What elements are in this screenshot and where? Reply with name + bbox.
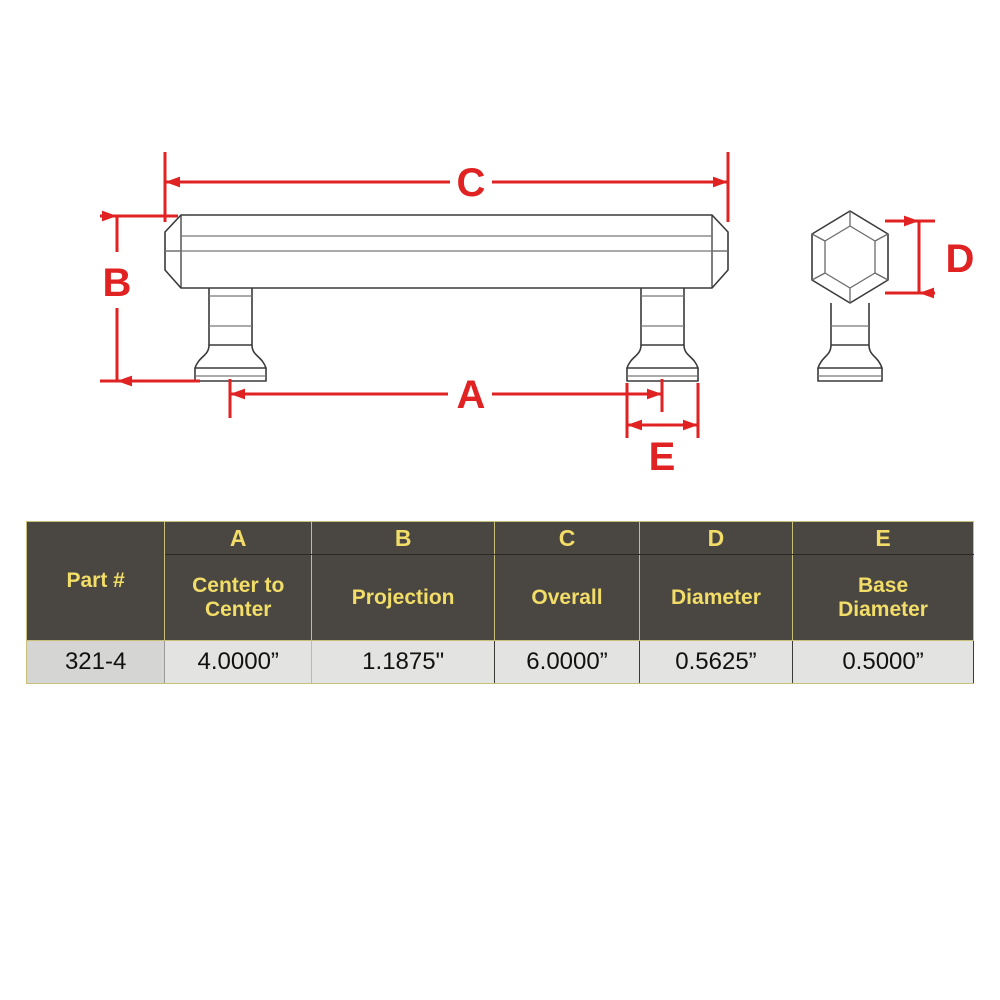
left-post-flare bbox=[194, 344, 267, 369]
dimension-e bbox=[625, 383, 700, 438]
right-post-stem bbox=[640, 288, 685, 346]
dimension-label-d: D bbox=[946, 237, 975, 281]
header-base-diameter: Base Diameter bbox=[792, 554, 974, 641]
header-projection: Projection bbox=[311, 554, 496, 641]
cell-base-diameter: 0.5000” bbox=[792, 640, 974, 684]
dimension-label-c: C bbox=[457, 161, 486, 205]
end-view-pull bbox=[811, 210, 889, 382]
dimension-a bbox=[228, 379, 664, 418]
cell-projection: 1.1875" bbox=[311, 640, 496, 684]
dimension-label-a: A bbox=[457, 373, 486, 417]
header-letter-b: B bbox=[311, 521, 496, 555]
header-overall: Overall bbox=[494, 554, 640, 641]
right-post bbox=[626, 288, 699, 382]
dimension-b bbox=[100, 210, 200, 387]
spec-table-container: Part # A B C D E Center to Center Projec… bbox=[25, 521, 974, 684]
cell-overall: 6.0000” bbox=[494, 640, 640, 684]
right-post-flare bbox=[626, 344, 699, 369]
header-letter-a: A bbox=[164, 521, 313, 555]
table-row: 321-4 4.0000” 1.1875" 6.0000” 0.5625” 0.… bbox=[25, 640, 974, 684]
side-view-pull bbox=[164, 214, 729, 382]
left-post-stem bbox=[208, 288, 253, 346]
header-basedia-line1: Base bbox=[857, 573, 909, 597]
header-letter-e: E bbox=[792, 521, 974, 555]
header-center-to-center: Center to Center bbox=[164, 554, 313, 641]
drawing-area: C B A E D bbox=[100, 152, 975, 479]
hex-chamfer-edges bbox=[811, 211, 889, 303]
header-diameter: Diameter bbox=[638, 554, 794, 641]
dimension-c bbox=[163, 152, 730, 222]
header-ctc-line1: Center to bbox=[192, 573, 285, 597]
header-letter-d: D bbox=[638, 521, 794, 555]
end-view-stem bbox=[830, 303, 870, 346]
spec-table: Part # A B C D E Center to Center Projec… bbox=[25, 521, 974, 684]
table-letter-row: Part # A B C D E bbox=[25, 521, 974, 641]
dimension-d bbox=[885, 215, 935, 299]
header-letter-c: C bbox=[494, 521, 640, 555]
end-view-foot bbox=[817, 368, 883, 382]
dimension-label-b: B bbox=[103, 261, 132, 305]
header-basedia-line2: Diameter bbox=[838, 597, 928, 621]
cell-part-number: 321-4 bbox=[25, 640, 166, 684]
header-ctc-line2: Center bbox=[204, 597, 272, 621]
technical-drawing: C B A E D bbox=[100, 152, 975, 479]
header-part-number: Part # bbox=[25, 521, 166, 641]
end-view-flare bbox=[817, 344, 883, 369]
left-post bbox=[194, 288, 267, 382]
cell-diameter: 0.5625” bbox=[638, 640, 794, 684]
table-name-row: Center to Center Projection Overall Diam… bbox=[27, 554, 974, 641]
hex-inner bbox=[824, 225, 876, 289]
cell-center-to-center: 4.0000” bbox=[164, 640, 313, 684]
dimension-label-e: E bbox=[649, 435, 676, 479]
